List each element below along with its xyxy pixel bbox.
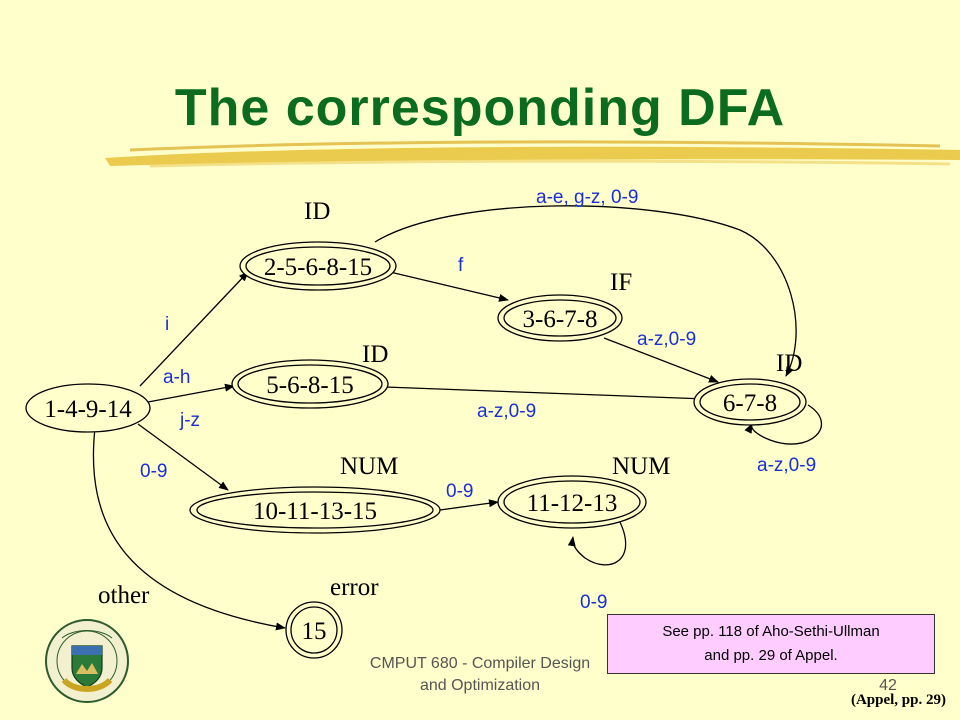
note-line: See pp. 118 of Aho-Sethi-Ullman: [662, 623, 880, 640]
state-1-4-9-14: 1-4-9-14: [25, 383, 151, 433]
edge-label: a-z,0-9: [477, 401, 536, 422]
state-label: 5-6-8-15: [266, 372, 353, 399]
token-label: ID: [304, 198, 330, 225]
slide-title: The corresponding DFA: [174, 79, 786, 137]
footer-subtitle: and Optimization: [419, 677, 541, 694]
edge-label: a-h: [163, 367, 190, 388]
edges: [92, 205, 822, 631]
page-number: 42: [879, 677, 897, 694]
state-label: 6-7-8: [723, 390, 777, 417]
other-label: other: [98, 582, 150, 609]
state-10-11-13-15: 10-11-13-15: [189, 486, 441, 534]
edge-s2-s3: [389, 271, 509, 302]
edge-s6-s7: [439, 499, 499, 511]
state-3-6-7-8: 3-6-7-8: [497, 294, 623, 342]
edge-label: a-z,0-9: [757, 455, 816, 476]
edge-s1-s4: [147, 383, 235, 403]
token-label: IF: [610, 269, 632, 296]
state-label: 10-11-13-15: [253, 498, 377, 525]
edge-label: 0-9: [446, 481, 473, 502]
citation: (Appel, pp. 29): [850, 692, 946, 708]
edge-label: a-z,0-9: [637, 329, 696, 350]
reference-note: See pp. 118 of Aho-Sethi-Ullman and pp. …: [607, 614, 935, 674]
footer-course: CMPUT 680 - Compiler Design: [369, 655, 591, 672]
token-label: error: [330, 574, 379, 601]
token-label: NUM: [340, 453, 398, 480]
edge-label: 0-9: [580, 592, 607, 613]
edge-label: f: [458, 255, 464, 276]
state-label: 2-5-6-8-15: [264, 254, 372, 281]
edge-s1-s2: [139, 271, 249, 387]
state-label: 15: [302, 618, 327, 645]
edge-s3-s5: [603, 337, 719, 383]
token-label: NUM: [612, 453, 670, 480]
edge-s1-s8: [92, 427, 286, 631]
edge-s7-s7-loop: [567, 517, 627, 566]
title-underline: [105, 140, 960, 168]
state-5-6-8-15: 5-6-8-15: [231, 359, 389, 409]
edge-label: 0-9: [140, 461, 167, 482]
token-label: ID: [362, 341, 388, 368]
edge-s2-s5: [374, 205, 797, 377]
edge-s5-s5-loop: [744, 404, 822, 445]
edge-label: j-z: [179, 410, 200, 431]
state-6-7-8: 6-7-8: [693, 378, 807, 426]
note-line: and pp. 29 of Appel.: [704, 647, 838, 664]
university-logo: [45, 619, 129, 703]
state-label: 1-4-9-14: [44, 396, 132, 423]
edge-label: a-e, g-z, 0-9: [536, 187, 638, 208]
edge-s4-s5: [384, 386, 707, 403]
state-15: 15: [285, 601, 343, 659]
edge-label: i: [165, 314, 169, 335]
state-11-12-13: 11-12-13: [497, 475, 647, 529]
edge-s1-s6: [137, 423, 229, 491]
state-label: 11-12-13: [527, 490, 618, 517]
token-label: ID: [776, 350, 802, 377]
state-2-5-6-8-15: 2-5-6-8-15: [239, 241, 397, 291]
state-label: 3-6-7-8: [523, 306, 598, 333]
